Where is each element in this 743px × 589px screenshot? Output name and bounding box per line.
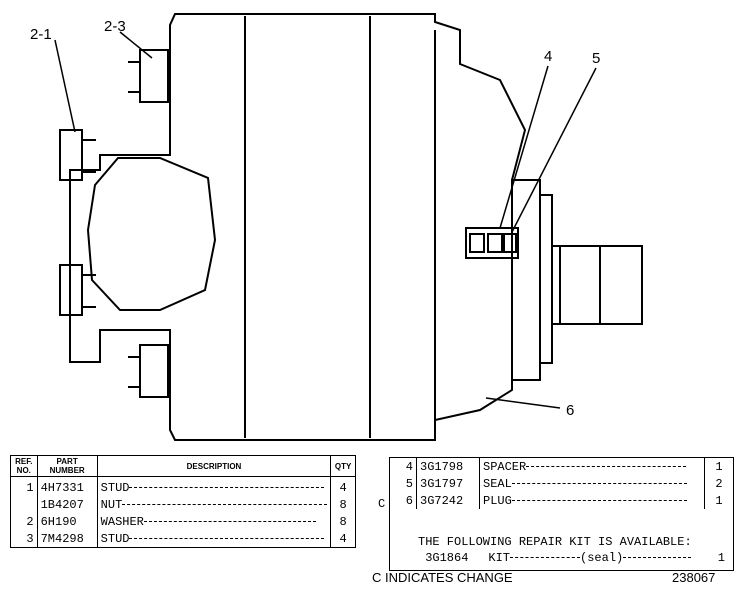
cavity-outline: [86, 157, 217, 311]
front-flange: [511, 179, 541, 381]
drawing-number: 238067: [672, 570, 716, 585]
pump-drawing: [54, 13, 643, 441]
table-row: 3 7M4298 STUD 4: [10, 530, 356, 548]
lower-left-nut: [59, 264, 83, 316]
parts-table-right: 4 3G1798 SPACER 1 5 3G1797 SEAL 2 6 3G72…: [389, 457, 734, 571]
header-description: DESCRIPTION: [96, 455, 332, 477]
header-ref-no: REF. NO.: [10, 455, 38, 477]
table-row: 1 4H7331 STUD 4: [10, 476, 356, 496]
kit-row: 3G1864 KIT(seal) 1: [425, 551, 725, 565]
upper-stud-nut: [139, 49, 169, 103]
header-qty: QTY: [330, 455, 356, 477]
callout-2-1: 2-1: [30, 26, 52, 43]
table-row: 5 3G1797 SEAL 2: [390, 475, 733, 492]
lower-stud-nut: [139, 344, 169, 398]
header-part-number: PART NUMBER: [36, 455, 98, 477]
parts-table-left: REF. NO. PART NUMBER DESCRIPTION QTY 1 4…: [10, 455, 356, 548]
table-row: 1B4207 NUT 8: [10, 496, 356, 513]
seal-detail: [465, 227, 519, 259]
pump-housing: [69, 13, 527, 441]
change-mark: C: [378, 497, 386, 511]
callout-6: 6: [566, 402, 575, 419]
repair-kit-note: THE FOLLOWING REPAIR KIT IS AVAILABLE:: [418, 535, 692, 549]
callout-5: 5: [592, 50, 601, 67]
table-row: 6 3G7242 PLUG 1: [390, 492, 733, 509]
drive-shaft: [551, 245, 643, 325]
change-note: C INDICATES CHANGE: [372, 570, 513, 585]
table-row: 4 3G1798 SPACER 1: [390, 458, 733, 475]
callout-4: 4: [544, 48, 553, 65]
table-row: 2 6H190 WASHER 8: [10, 513, 356, 530]
upper-left-nut: [59, 129, 83, 181]
callout-2-3: 2-3: [104, 18, 126, 35]
